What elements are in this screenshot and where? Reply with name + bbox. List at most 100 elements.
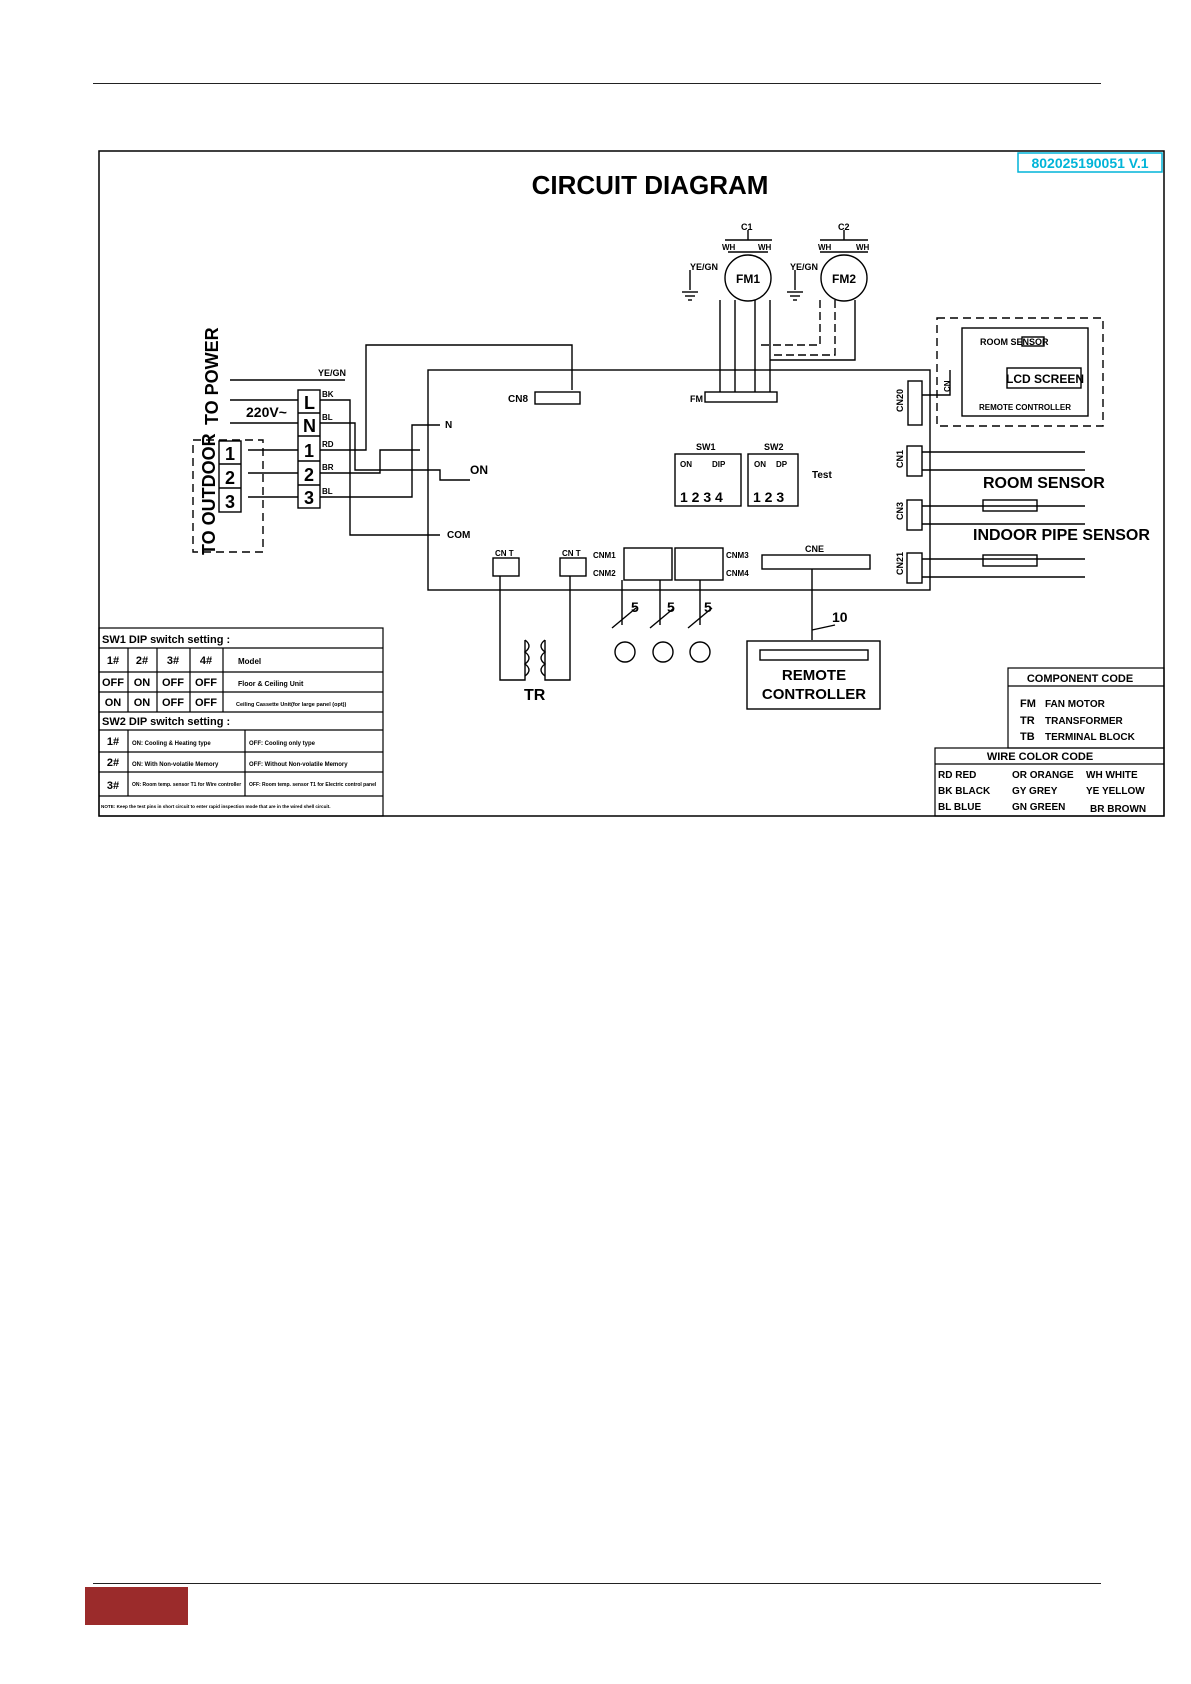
sw2-r1-pos: 1# <box>107 736 119 748</box>
sw1-header-model: Model <box>238 657 261 666</box>
doc-code: 802025190051 V.1 <box>1031 155 1148 171</box>
sw1-r1-model: Floor & Ceiling Unit <box>238 681 304 688</box>
rcu-lcd-screen: LCD SCREEN <box>1006 372 1084 386</box>
sw2-on: ON <box>754 460 766 469</box>
wc-r1-c3: WH WHITE <box>1086 770 1138 781</box>
sw1-r1-c4: OFF <box>195 677 217 689</box>
sw2-r3-off: OFF: Room temp. sensor T1 for Electric c… <box>249 782 377 788</box>
fm1-label: FM1 <box>736 272 760 286</box>
cn21-label: CN21 <box>895 552 905 575</box>
cc-fm-name: FAN MOTOR <box>1045 699 1106 710</box>
footer-rule <box>93 1583 1101 1584</box>
conn-com: COM <box>447 530 470 541</box>
sw1-r2-c1: ON <box>105 697 122 709</box>
terminal-l: L <box>304 393 315 413</box>
cne-label: CNE <box>805 544 824 554</box>
settings-note: NOTE: Keep the test pins in short circui… <box>101 804 330 809</box>
wc-r2-c1: BK BLACK <box>938 786 991 797</box>
test-label: Test <box>812 470 832 481</box>
wire-color-title: WIRE COLOR CODE <box>987 751 1093 763</box>
sw1-header-4: 4# <box>200 655 212 667</box>
sw2-r2-off: OFF: Without Non-volatile Memory <box>249 762 348 768</box>
remote-controller-unit <box>936 317 1104 427</box>
diagram-frame <box>98 150 1165 817</box>
fan-motor-2 <box>820 254 868 302</box>
cnm4-label: CNM4 <box>726 569 749 578</box>
outdoor-terminal-block <box>218 440 242 513</box>
remote-controller-line2: CONTROLLER <box>762 686 866 703</box>
c2-label: C2 <box>838 222 850 232</box>
cnt2-label: CN T <box>562 549 581 558</box>
wh-4: WH <box>856 243 870 252</box>
rcu-room-sensor: ROOM SENSOR <box>980 337 1049 347</box>
sw1-header-3: 3# <box>167 655 179 667</box>
remote-controller-line1: REMOTE <box>782 667 846 684</box>
cc-tb-code: TB <box>1020 731 1035 743</box>
wh-2: WH <box>758 243 772 252</box>
cc-fm-code: FM <box>1020 698 1036 710</box>
cn3-label: CN3 <box>895 502 905 520</box>
sw2-setting-title: SW2 DIP switch setting : <box>102 716 230 728</box>
cable-10: 10 <box>832 609 848 625</box>
sw1-header-1: 1# <box>107 655 119 667</box>
outdoor-3: 3 <box>225 492 235 512</box>
sw2-dip: DP <box>776 460 788 469</box>
diagram-title: CIRCUIT DIAGRAM <box>532 170 769 200</box>
sensor-wire-5a: 5 <box>631 599 639 615</box>
sw1-r2-model: Ceiling Cassette Unit(for large panel (o… <box>236 702 346 708</box>
sw2-r3-pos: 3# <box>107 780 119 792</box>
sensor-wire-5b: 5 <box>667 599 675 615</box>
sw1-header-2: 2# <box>136 655 148 667</box>
wire-rd: RD <box>322 440 334 449</box>
to-outdoor-label: TO OUTDOOR <box>199 433 219 555</box>
cn1-label: CN1 <box>895 450 905 468</box>
wire-bk: BK <box>322 390 334 399</box>
sw1-setting-title: SW1 DIP switch setting : <box>102 634 230 646</box>
header-rule <box>93 83 1101 84</box>
remote-controller-box <box>746 640 881 710</box>
wc-r1-c1: RD RED <box>938 770 976 781</box>
footer-color-block <box>85 1587 188 1625</box>
c1-label: C1 <box>741 222 753 232</box>
cc-tb-name: TERMINAL BLOCK <box>1045 732 1136 743</box>
dip-settings-table <box>98 627 384 817</box>
terminal-n: N <box>303 416 316 436</box>
sensor-wire-5c: 5 <box>704 599 712 615</box>
voltage-label: 220V~ <box>246 404 287 420</box>
conn-on: ON <box>470 463 488 477</box>
cc-tr-name: TRANSFORMER <box>1045 716 1124 727</box>
sw2-r1-off: OFF: Cooling only type <box>249 741 316 747</box>
sw2-label: SW2 <box>764 442 784 452</box>
wc-r2-c2: GY GREY <box>1012 786 1058 797</box>
yegn-label: YE/GN <box>318 368 346 378</box>
cnm3-label: CNM3 <box>726 551 749 560</box>
yegn-fm1: YE/GN <box>690 262 718 272</box>
sw2-r3-on: ON: Room temp. sensor T1 for Wire contro… <box>132 782 241 788</box>
cnm1-label: CNM1 <box>593 551 616 560</box>
rcu-cn: CN <box>943 380 952 392</box>
terminal-3: 3 <box>304 488 314 508</box>
outdoor-2: 2 <box>225 468 235 488</box>
wire-br: BR <box>322 463 334 472</box>
yegn-fm2: YE/GN <box>790 262 818 272</box>
sw1-numbers: 1 2 3 4 <box>680 489 723 505</box>
cnm2-label: CNM2 <box>593 569 616 578</box>
terminal-1: 1 <box>304 441 314 461</box>
conn-n: N <box>445 420 452 431</box>
wh-1: WH <box>722 243 736 252</box>
doc-code-box <box>1017 152 1163 173</box>
cc-tr-code: TR <box>1020 715 1035 727</box>
sw2-r2-pos: 2# <box>107 757 119 769</box>
sw1-r2-c4: OFF <box>195 697 217 709</box>
wc-r3-c1: BL BLUE <box>938 802 981 813</box>
cn8-label: CN8 <box>508 394 528 405</box>
wh-3: WH <box>818 243 832 252</box>
cnt1-label: CN T <box>495 549 514 558</box>
tr-label: TR <box>524 687 546 704</box>
wc-r3-c2: GN GREEN <box>1012 802 1065 813</box>
wc-r1-c2: OR ORANGE <box>1012 770 1074 781</box>
wire-color-table <box>934 747 1165 817</box>
room-sensor-label: ROOM SENSOR <box>983 475 1105 492</box>
sw1-r1-c2: ON <box>134 677 151 689</box>
